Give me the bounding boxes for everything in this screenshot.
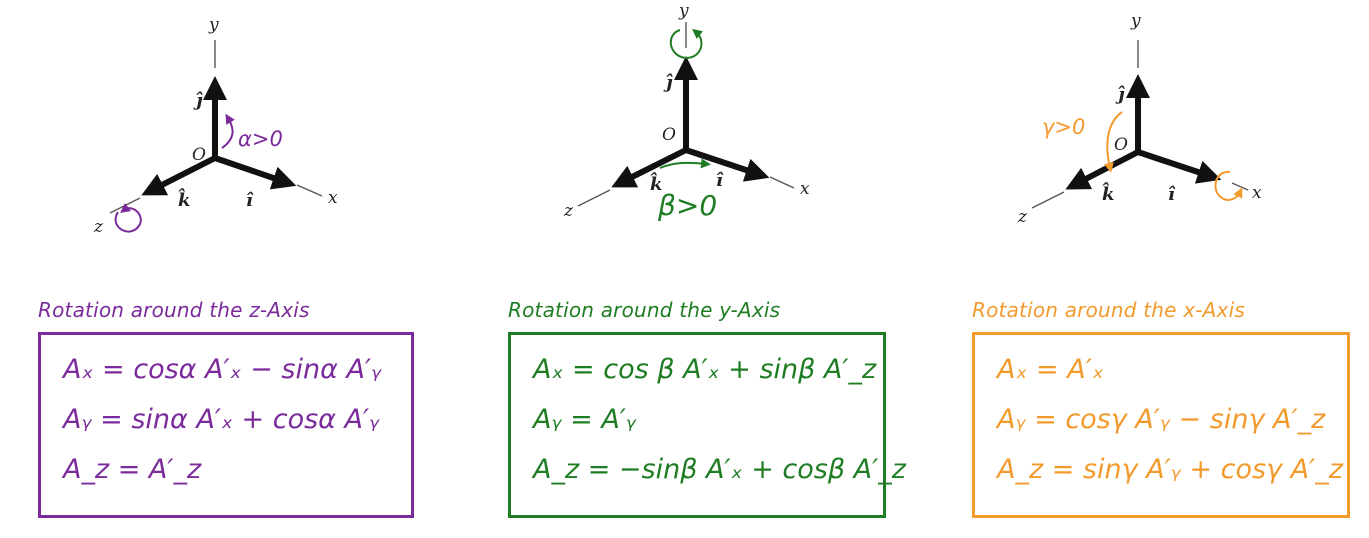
z-label: z — [1017, 207, 1028, 227]
j-hat-label: ĵ — [193, 90, 203, 111]
origin-label: O — [662, 125, 676, 145]
coordinate-axes-x: y x z O ĵ î k̂ γ>0 — [1017, 11, 1262, 227]
alpha-angle-arrow — [221, 113, 235, 149]
equation-ax: Aₓ = cos β A′ₓ + sinβ A′_z — [533, 354, 877, 385]
origin-label: O — [192, 145, 206, 165]
x-axis-line — [769, 176, 795, 189]
beta-label: β>0 — [657, 189, 717, 222]
rotation-arrow-icon — [1214, 170, 1243, 202]
k-hat-label: k̂ — [650, 171, 662, 195]
x-axis-line — [296, 184, 323, 197]
y-label: y — [208, 15, 219, 35]
equation-ax: Aₓ = A′ₓ — [997, 354, 1104, 385]
box-title: Rotation around the x-Axis — [972, 298, 1245, 322]
coordinate-axes-z: y x z O ĵ î k̂ α>0 — [93, 15, 338, 237]
i-hat-arrow — [214, 155, 297, 190]
equation-ay: Aᵧ = A′ᵧ — [533, 404, 636, 435]
y-label: y — [678, 1, 689, 21]
equation-az: A_z = sinγ A′ᵧ + cosγ A′_z — [997, 454, 1343, 485]
box-title: Rotation around the z-Axis — [38, 298, 310, 322]
i-hat-label: î — [246, 190, 254, 211]
equation-box: Aₓ = cos β A′ₓ + sinβ A′_z Aᵧ = A′ᵧ A_z … — [508, 332, 906, 518]
i-hat-arrow — [1137, 149, 1222, 184]
z-axis-line — [577, 189, 611, 207]
panel-z-rotation: y x z O ĵ î k̂ α>0 Rotation around the z… — [0, 0, 456, 538]
beta-angle-arrow — [659, 158, 711, 169]
alpha-label: α>0 — [238, 127, 283, 151]
z-label: z — [563, 201, 574, 221]
y-label: y — [1130, 11, 1141, 31]
equation-az: A_z = −sinβ A′ₓ + cosβ A′_z — [533, 454, 906, 485]
i-hat-label: î — [716, 170, 724, 191]
k-hat-label: k̂ — [178, 187, 190, 211]
panel-x-rotation: y x z O ĵ î k̂ γ>0 Rotation around the x… — [912, 0, 1368, 538]
origin-label: O — [1114, 135, 1128, 155]
k-hat-label: k̂ — [1102, 181, 1114, 205]
x-label: x — [328, 188, 338, 208]
x-label: x — [800, 179, 810, 199]
x-label: x — [1252, 183, 1262, 203]
gamma-angle-arrow — [1104, 111, 1123, 173]
coordinate-axes-y: y x z O ĵ î k̂ β>0 — [563, 1, 810, 222]
rotation-arrow-icon — [114, 203, 142, 233]
equation-ay: Aᵧ = cosγ A′ᵧ − sinγ A′_z — [997, 404, 1326, 435]
gamma-label: γ>0 — [1042, 115, 1085, 139]
z-axis-line — [1031, 191, 1065, 209]
equation-ay: Aᵧ = sinα A′ₓ + cosα A′ᵧ — [63, 404, 380, 435]
k-hat-arrow — [611, 147, 688, 188]
j-hat-label: ĵ — [1115, 84, 1125, 105]
rotation-arrow-icon — [670, 28, 704, 60]
j-hat-label: ĵ — [663, 72, 673, 93]
x-axis-line — [1231, 182, 1249, 191]
equation-box: Aₓ = cosα A′ₓ − sinα A′ᵧ Aᵧ = sinα A′ₓ +… — [38, 332, 414, 518]
k-hat-arrow — [141, 155, 217, 196]
box-title: Rotation around the y-Axis — [508, 298, 781, 322]
equation-box: Aₓ = A′ₓ Aᵧ = cosγ A′ᵧ − sinγ A′_z A_z =… — [972, 332, 1350, 518]
i-hat-label: î — [1168, 184, 1176, 205]
equation-ax: Aₓ = cosα A′ₓ − sinα A′ᵧ — [63, 354, 382, 385]
panel-y-rotation: y x z O ĵ î k̂ β>0 Rotation around the y… — [456, 0, 912, 538]
i-hat-arrow — [685, 147, 770, 182]
z-label: z — [93, 217, 104, 237]
equation-az: A_z = A′_z — [63, 454, 202, 485]
